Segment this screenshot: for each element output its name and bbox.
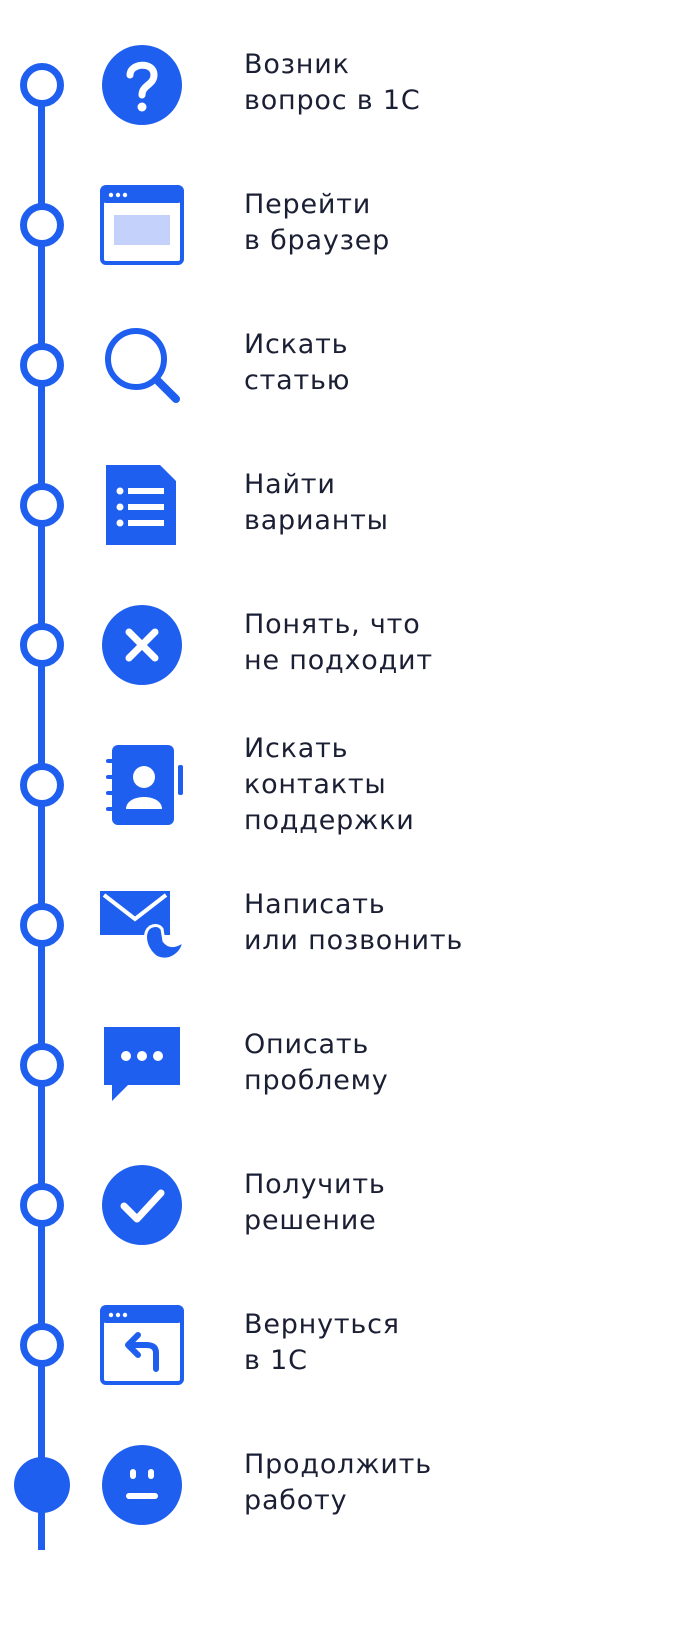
step-label: Продолжить работу (244, 1449, 432, 1516)
timeline-step-1: Возник вопрос в 1С (0, 45, 686, 225)
timeline-node (20, 903, 64, 947)
contacts-book-icon (100, 743, 184, 827)
step-label: Искать статью (244, 329, 351, 396)
step-label: Вернуться в 1С (244, 1309, 400, 1376)
neutral-face-icon (100, 1443, 184, 1527)
timeline-node (20, 1043, 64, 1087)
timeline-step-10: Вернуться в 1С (0, 1305, 686, 1485)
step-label: Написать или позвонить (244, 889, 464, 956)
timeline-step-6: Искать контакты поддержки (0, 733, 686, 925)
timeline-node (20, 1183, 64, 1227)
timeline-node (20, 763, 64, 807)
browser-return-icon (100, 1303, 184, 1387)
step-label: Найти варианты (244, 469, 389, 536)
timeline-step-11: Продолжить работу (0, 1445, 686, 1625)
step-label: Понять, что не подходит (244, 609, 433, 676)
timeline-step-5: Понять, что не подходит (0, 605, 686, 785)
check-circle-icon (100, 1163, 184, 1247)
mail-phone-icon (100, 883, 184, 967)
timeline-step-4: Найти варианты (0, 465, 686, 645)
timeline-step-9: Получить решение (0, 1165, 686, 1345)
close-circle-icon (100, 603, 184, 687)
question-icon (100, 43, 184, 127)
timeline-node-final (14, 1457, 70, 1513)
document-list-icon (100, 463, 184, 547)
step-label: Получить решение (244, 1169, 386, 1236)
timeline-node (20, 623, 64, 667)
step-label: Искать контакты поддержки (244, 733, 415, 836)
browser-window-icon (100, 183, 184, 267)
chat-bubble-icon (100, 1023, 184, 1107)
timeline-line (38, 85, 45, 1550)
step-label: Возник вопрос в 1С (244, 49, 421, 116)
timeline-step-3: Искать статью (0, 328, 686, 505)
timeline-node (20, 203, 64, 247)
timeline-node (20, 63, 64, 107)
search-icon (100, 323, 184, 407)
timeline-step-8: Описать проблему (0, 1027, 686, 1205)
step-label: Перейти в браузер (244, 189, 391, 256)
timeline-step-7: Написать или позвонить (0, 889, 686, 1065)
timeline-node (20, 1323, 64, 1367)
timeline-step-2: Перейти в браузер (0, 185, 686, 365)
timeline-node (20, 483, 64, 527)
step-label: Описать проблему (244, 1029, 389, 1096)
timeline-node (20, 343, 64, 387)
